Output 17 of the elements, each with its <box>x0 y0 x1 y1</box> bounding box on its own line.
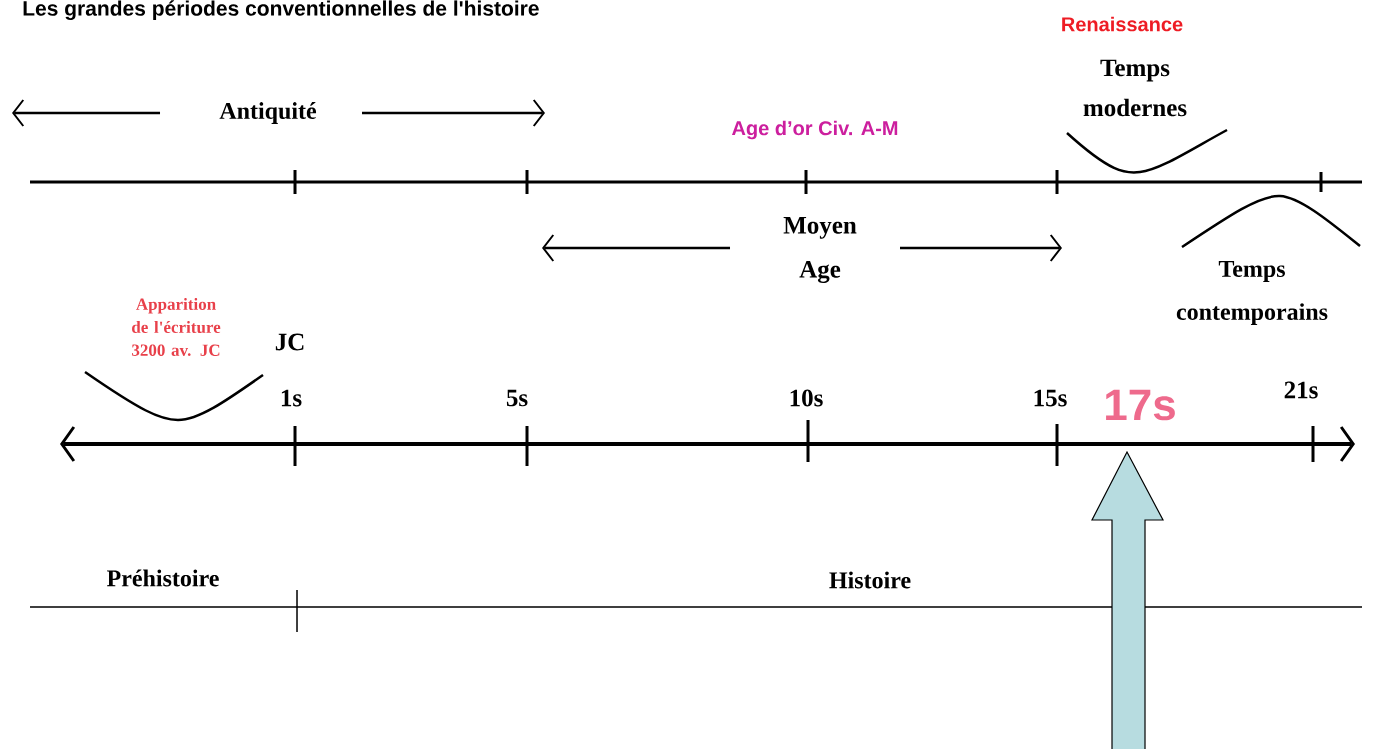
period-label: Préhistoire <box>107 569 219 587</box>
century-label: 21s <box>1284 381 1318 399</box>
period-label: Temps contemporains <box>1176 261 1328 325</box>
century-label: 17s <box>1106 389 1175 421</box>
title: Les grandes périodes conventionnelles de l'histoire <box>23 0 539 21</box>
century-label: 15s <box>1034 389 1067 407</box>
century-label: 5s <box>506 389 528 407</box>
event-note: Apparition de l'écriture 3200 av. JC <box>132 298 221 356</box>
era-label: JC <box>275 333 304 351</box>
period-label: Temps modernes <box>1083 59 1187 117</box>
century-label: 1s <box>281 389 302 407</box>
period-label: Antiquité <box>219 102 317 124</box>
period-label: Age d’or Civ. A-M <box>732 120 898 140</box>
period-label: Moyen Age <box>783 217 857 283</box>
period-label: Renaissance <box>1062 16 1183 32</box>
period-label: Histoire <box>829 571 911 589</box>
century-label: 10s <box>790 389 823 407</box>
